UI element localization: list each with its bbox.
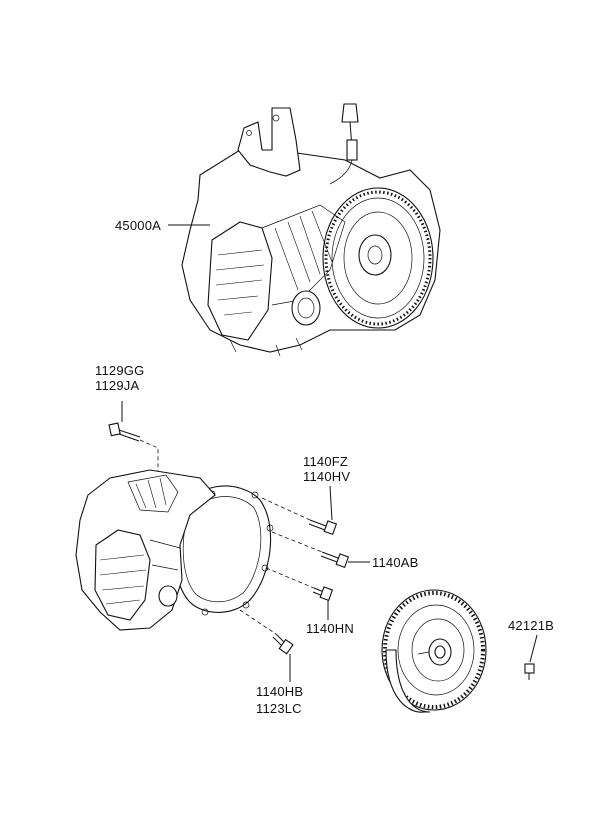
- callout-1129gg: 1129GG: [95, 363, 144, 378]
- callout-45000a: 45000A: [115, 218, 161, 233]
- callout-42121b: 42121B: [508, 618, 554, 633]
- bolt-1140hb: [239, 609, 294, 682]
- callout-1140hb: 1140HB: [256, 684, 303, 699]
- callout-1140ab: 1140AB: [372, 555, 419, 570]
- bolt-1129: [108, 401, 159, 540]
- torque-converter: [381, 589, 487, 713]
- bolt-1140hn: [265, 567, 334, 620]
- bolt-1140fz: [261, 485, 338, 536]
- callout-1140hn: 1140HN: [306, 621, 354, 636]
- transaxle-case-half: [75, 469, 274, 631]
- callout-1123lc: 1123LC: [256, 701, 302, 716]
- callout-1140fz: 1140FZ: [303, 454, 348, 469]
- bolt-42121b: [524, 634, 538, 680]
- callout-1140hv: 1140HV: [303, 469, 350, 484]
- callout-1129ja: 1129JA: [95, 378, 139, 393]
- transaxle-assembly: [168, 103, 441, 357]
- bolt-1140ab: [271, 531, 370, 569]
